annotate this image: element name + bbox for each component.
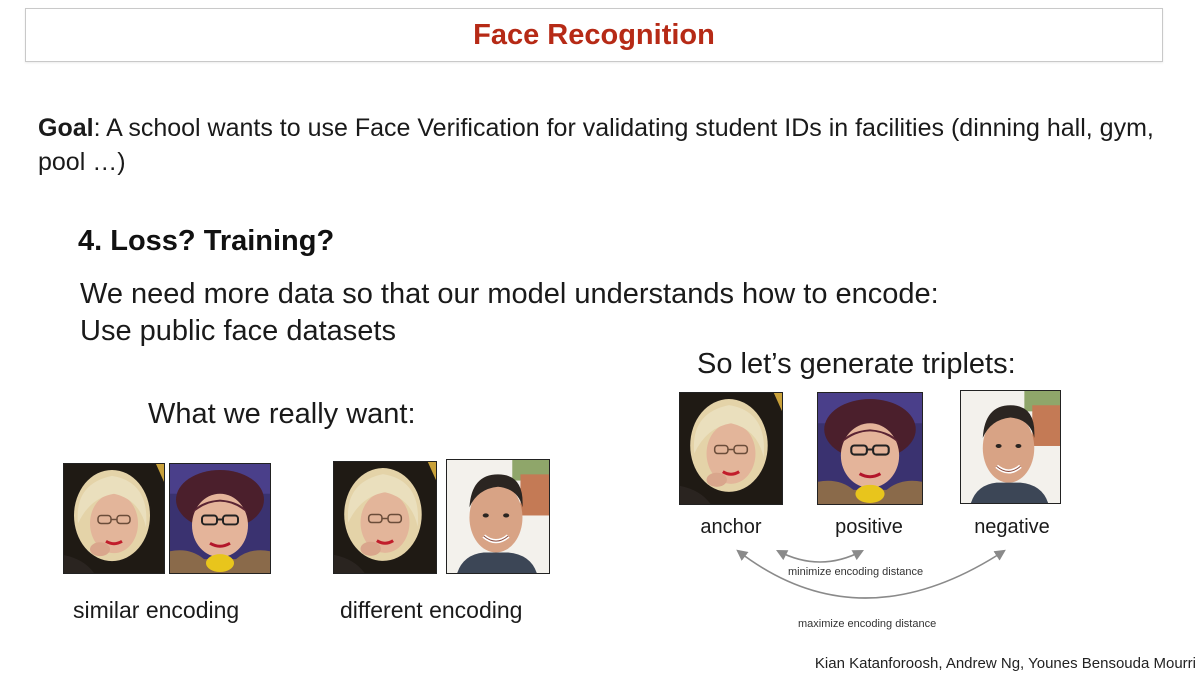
negative-label: negative bbox=[974, 516, 1050, 538]
maximize-label: maximize encoding distance bbox=[798, 618, 937, 630]
different-encoding-caption: different encoding bbox=[340, 597, 523, 623]
minimize-arrow bbox=[776, 549, 864, 563]
anchor-photo bbox=[679, 392, 783, 505]
triplets-heading: So let’s generate triplets: bbox=[697, 348, 1016, 380]
anchor-label: anchor bbox=[700, 516, 762, 538]
distance-arrows bbox=[736, 549, 1006, 599]
woman-purple-hat-photo bbox=[169, 463, 271, 574]
woman-glasses-blonde-photo bbox=[63, 463, 165, 574]
maximize-arrow bbox=[736, 549, 1006, 599]
positive-photo bbox=[817, 392, 923, 505]
section-body: We need more data so that our model unde… bbox=[80, 276, 1080, 350]
title-bar: Face Recognition bbox=[25, 8, 1163, 62]
section-heading: 4. Loss? Training? bbox=[78, 225, 335, 257]
negative-photo bbox=[960, 390, 1061, 504]
woman-glasses-blonde-photo bbox=[333, 461, 437, 574]
minimize-label: minimize encoding distance bbox=[788, 566, 924, 578]
goal-label: Goal bbox=[38, 114, 94, 142]
similar-encoding-caption: similar encoding bbox=[73, 597, 240, 623]
positive-label: positive bbox=[835, 516, 903, 538]
want-heading: What we really want: bbox=[148, 398, 416, 430]
slide-title: Face Recognition bbox=[473, 18, 715, 51]
goal-statement: Goal: A school wants to use Face Verific… bbox=[38, 111, 1158, 179]
section-body-line-1: We need more data so that our model unde… bbox=[80, 278, 939, 310]
credits: Kian Katanforoosh, Andrew Ng, Younes Ben… bbox=[814, 655, 1196, 672]
goal-text: : A school wants to use Face Verificatio… bbox=[38, 114, 1154, 176]
section-body-line-2: Use public face datasets bbox=[80, 315, 396, 347]
young-man-photo bbox=[446, 459, 550, 574]
